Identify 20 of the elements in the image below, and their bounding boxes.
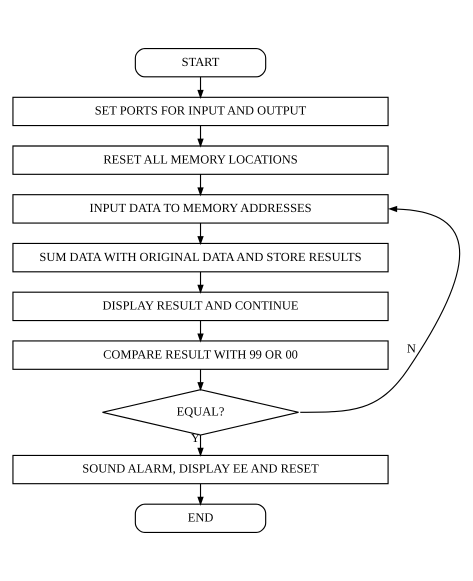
arrow xyxy=(197,272,204,294)
arrow xyxy=(197,77,204,99)
node-box: INPUT DATA TO MEMORY ADDRESSES xyxy=(12,194,389,224)
node-box: COMPARE RESULT WITH 99 OR 00 xyxy=(12,340,389,370)
node-box: START xyxy=(134,48,266,78)
node-box: RESET ALL MEMORY LOCATIONS xyxy=(12,145,389,175)
arrow xyxy=(197,320,204,343)
edge-label: N xyxy=(406,342,416,356)
arrow xyxy=(197,435,204,457)
arrow xyxy=(197,370,204,392)
arrow xyxy=(197,126,204,148)
node-box: SET PORTS FOR INPUT AND OUTPUT xyxy=(12,96,389,126)
node-box: END xyxy=(134,504,266,534)
node-box: SOUND ALARM, DISPLAY EE AND RESET xyxy=(12,454,389,484)
node-box: SUM DATA WITH ORIGINAL DATA AND STORE RESULTS xyxy=(12,242,389,272)
arrow xyxy=(300,206,460,413)
arrow xyxy=(197,174,204,196)
node-box: DISPLAY RESULT AND CONTINUE xyxy=(12,292,389,322)
arrow xyxy=(197,223,204,246)
arrow xyxy=(197,484,204,506)
